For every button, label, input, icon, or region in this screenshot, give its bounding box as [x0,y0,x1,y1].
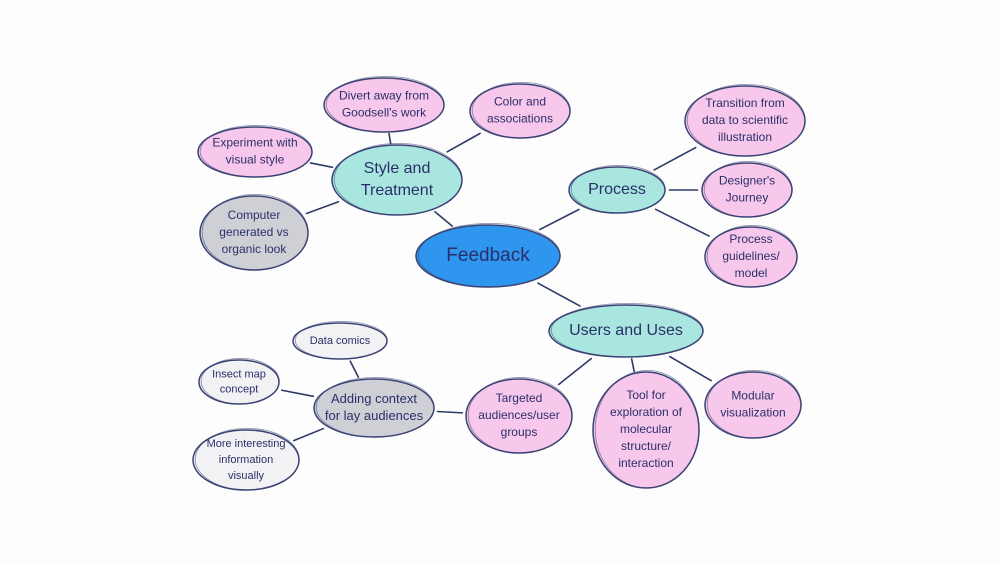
node-experiment: Experiment with visual style [197,124,313,178]
edge-context-insect [280,389,315,398]
node-label-line: Tool for [626,388,665,402]
node-users: Users and Uses [548,302,704,358]
node-label-line: molecular [620,422,672,436]
node-label-line: generated vs [219,225,288,239]
node-label-line: exploration of [610,405,683,419]
node-label-line: model [735,266,768,280]
edge-style-divert [388,132,392,145]
node-label-line: Feedback [446,245,530,266]
node-label-line: organic look [222,242,288,256]
node-sketch-outline [315,376,435,438]
node-sketch-outline [594,369,700,489]
node-label-line: Process [588,181,646,198]
edge-process-guidelines [654,208,710,237]
node-label-line: Treatment [361,182,434,199]
node-bubble [331,144,463,216]
node-label-line: Adding context [331,391,417,406]
node-modular: Modular visualization [704,369,802,439]
node-sketch-outline [294,320,388,360]
node-label-line: visualization [720,406,785,420]
node-sketch-outline [471,81,571,139]
node-label-line: guidelines/ [722,249,780,263]
edge-feedback-process [538,208,580,231]
node-label-line: for lay audiences [325,408,424,423]
node-label-line: visual style [226,153,285,167]
node-sketch-outline [570,164,666,214]
node-sketch-outline [703,160,793,218]
node-sketch-outline [706,224,798,288]
edge-targeted-context [436,410,464,414]
node-label-line: Designer's [719,174,775,188]
node-label-line: audiences/user [478,408,559,422]
node-context: Adding context for lay audiences [313,376,435,438]
node-interesting: More interesting information visually [192,427,300,491]
edge-context-interesting [292,427,325,442]
node-label-line: More interesting [207,438,286,450]
node-sketch-outline [467,376,573,454]
node-label-line: Divert away from [339,89,429,103]
node-targeted: Targeted audiences/user groups [465,376,573,454]
node-label-line: illustration [718,130,772,144]
node-label-line: data to scientific [702,113,788,127]
node-label-line: interaction [618,456,673,470]
node-sketch-outline [199,124,313,178]
node-label-line: Experiment with [212,136,297,150]
node-label-line: visually [228,470,265,482]
edge-style-experiment [309,162,334,169]
edge-style-computer [305,200,340,215]
node-computer: Computer generated vs organic look [199,193,309,271]
node-label-line: Journey [726,191,769,205]
node-sketch-outline [550,302,704,358]
node-sketch-outline [201,193,309,271]
node-feedback: Feedback [415,222,561,288]
edge-feedback-users [537,282,581,307]
node-color: Color and associations [469,81,571,139]
edge-style-color [446,132,481,153]
node-insect: Insect map concept [198,357,280,405]
node-sketch-outline [200,357,280,405]
node-label-line: groups [501,425,538,439]
edge-users-modular [668,355,712,382]
node-tool: Tool for exploration of molecular structure… [592,369,700,489]
node-transition: Transition from data to scientific illustr… [684,83,806,157]
node-label-line: Process [729,232,772,246]
node-label-line: Data comics [310,335,371,347]
node-label-line: Goodsell's work [342,106,427,120]
node-process: Process [568,164,666,214]
node-sketch-outline [325,75,445,133]
edge-process-transition [653,146,697,171]
node-label-line: structure/ [621,439,672,453]
edge-users-targeted [557,357,592,386]
node-label-line: Computer [228,208,281,222]
node-label-line: Modular [731,389,774,403]
node-label-line: associations [487,112,553,126]
node-guidelines: Process guidelines/model [704,224,798,288]
edge-context-comics [349,360,360,379]
node-sketch-outline [194,427,300,491]
node-label-line: concept [220,383,259,395]
node-label-line: information [219,454,273,466]
node-label-line: Style and [364,160,431,177]
node-label-line: Transition from [705,96,785,110]
node-comics: Data comics [292,320,388,360]
node-label-line: Color and [494,95,546,109]
node-sketch-outline [417,222,561,288]
node-label-line: Targeted [496,391,543,405]
node-sketch-outline [706,369,802,439]
node-label-line: Insect map [212,368,266,380]
edge-users-tool [630,358,635,373]
edges-layer [280,132,712,442]
edge-feedback-style [434,210,454,227]
node-label-line: Users and Uses [569,322,683,339]
node-sketch-outline [333,142,463,216]
node-sketch-outline [686,83,806,157]
